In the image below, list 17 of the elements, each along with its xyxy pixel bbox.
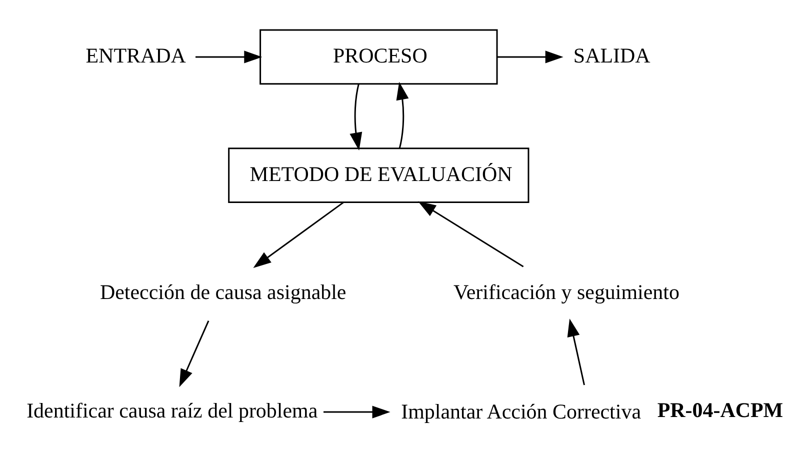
node-text: SALIDA: [573, 43, 650, 68]
arrow: [196, 50, 262, 63]
node-text: Identificar causa raíz del problema: [26, 398, 318, 422]
arrow: [418, 200, 524, 267]
arrow: [567, 318, 585, 385]
node-text: Implantar Acción Correctiva PR-04-ACPM: [401, 397, 784, 423]
node-text: Verificación y seguimiento: [454, 280, 680, 304]
arrow: [350, 83, 362, 150]
arrow: [396, 81, 409, 148]
node-text: Detección de causa asignable: [100, 280, 346, 304]
node-box: METODO DE EVALUACIÓN: [228, 147, 530, 203]
arrow: [324, 405, 390, 418]
node-text: ENTRADA: [86, 43, 186, 68]
arrow: [179, 320, 210, 387]
arrow: [253, 201, 344, 268]
node-box: PROCESO: [260, 28, 498, 84]
arrow: [497, 50, 564, 63]
